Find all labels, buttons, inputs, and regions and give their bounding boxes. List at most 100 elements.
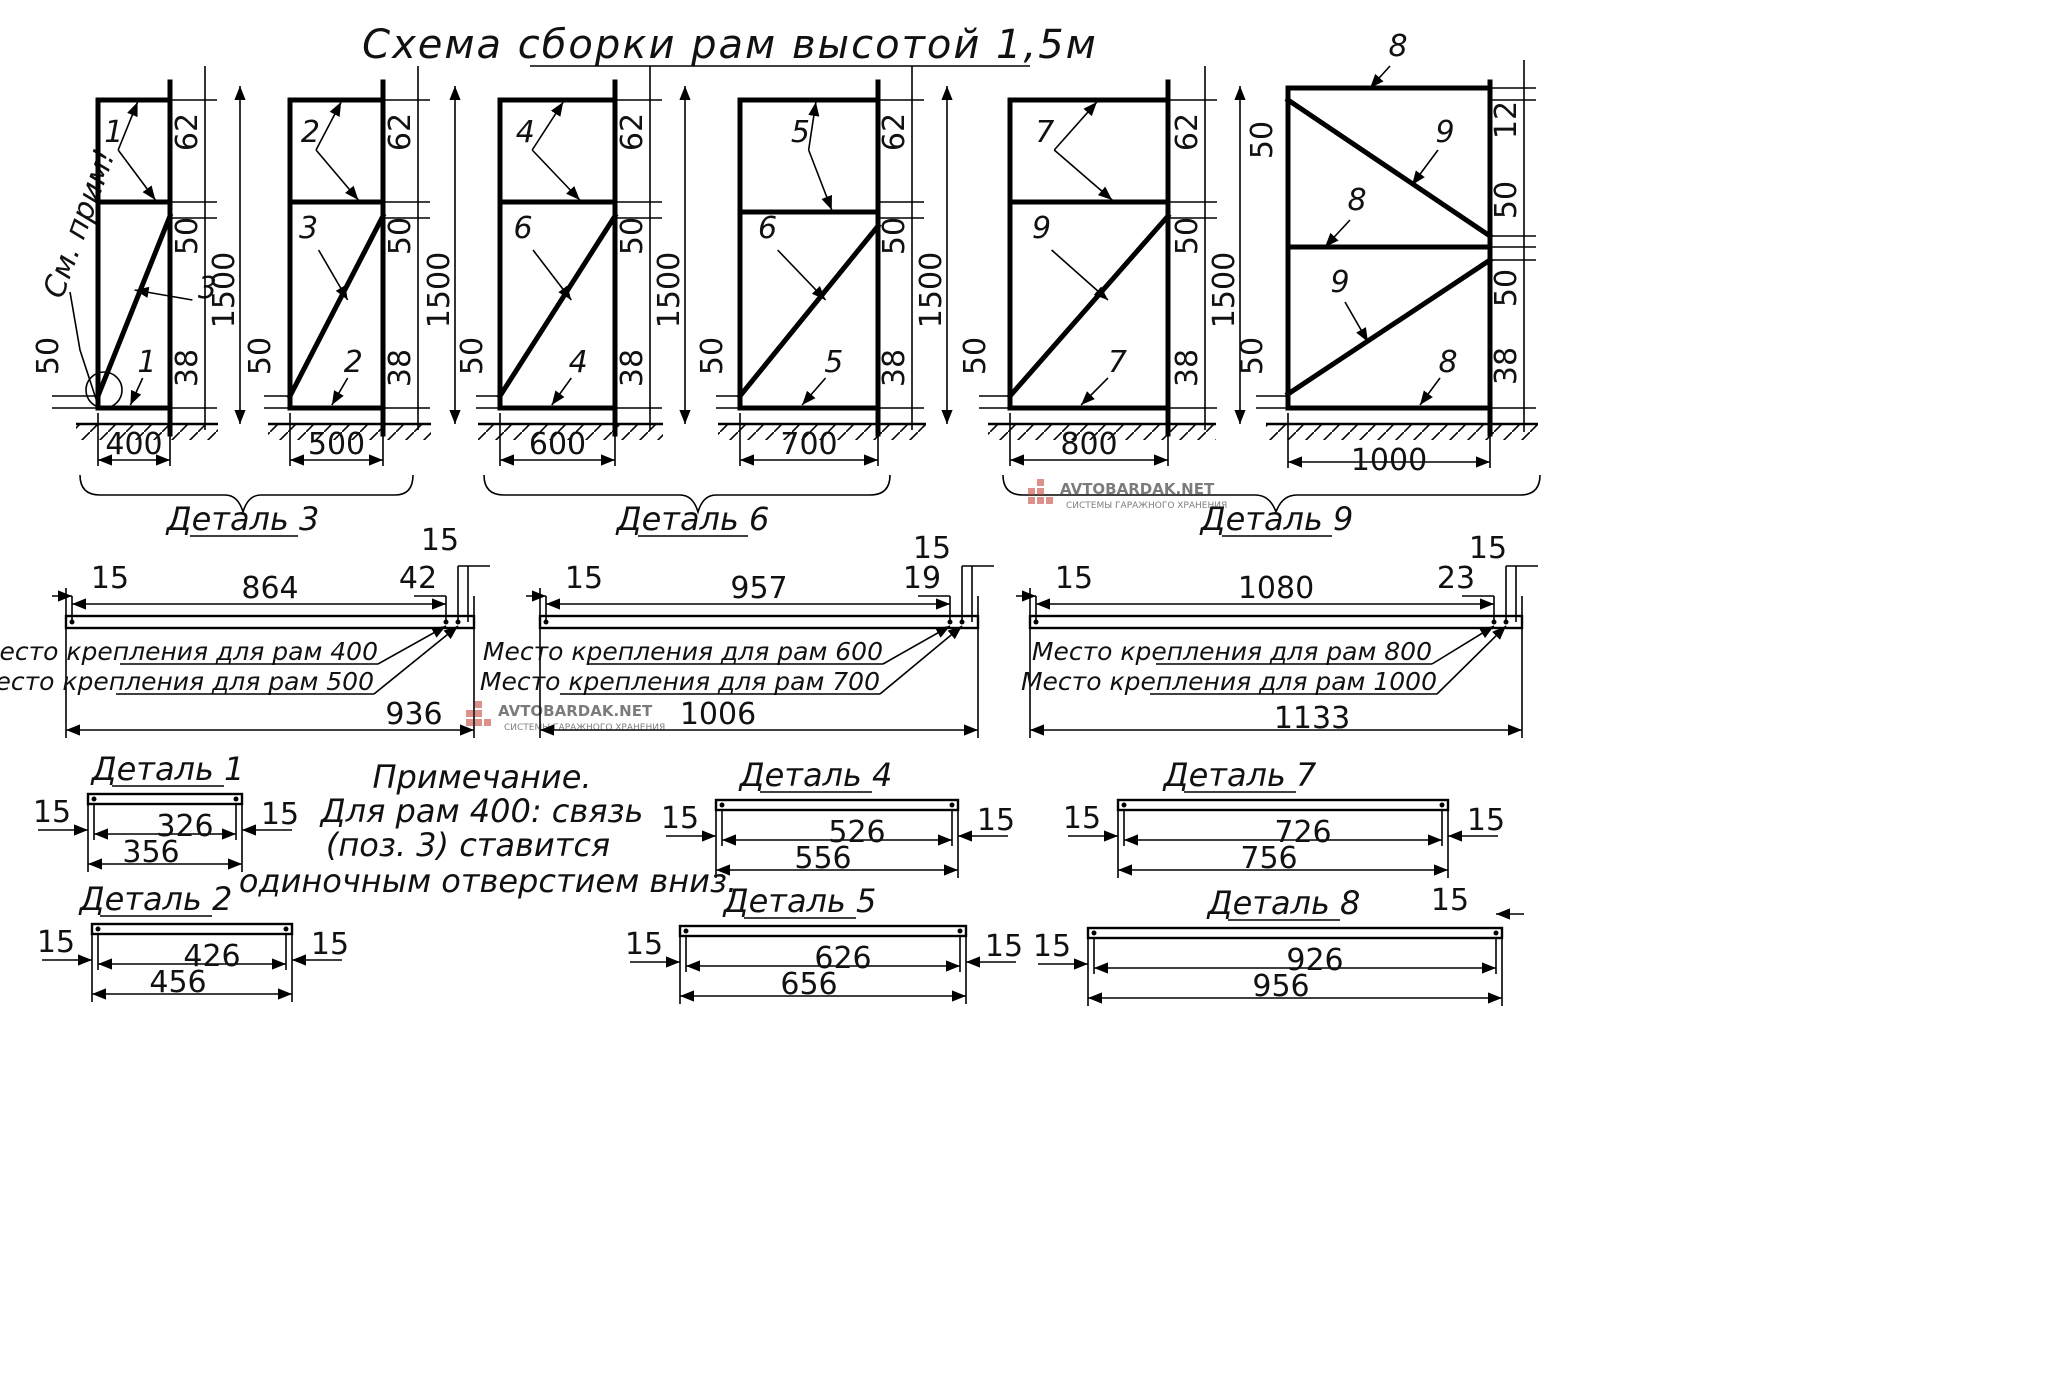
mount-label-2: Место крепления для рам 1000 <box>1021 667 1437 696</box>
mount-leader-1 <box>377 625 447 665</box>
top-bar-label: 8 <box>1388 29 1407 64</box>
upper-bar-leader-a <box>117 101 139 151</box>
assembly-note: Примечание. Для рам 400: связь (поз. 3) … <box>239 758 737 900</box>
dim-50: 50 <box>877 217 912 255</box>
ground-hatch <box>988 424 1216 440</box>
bottom-bar-label: 4 <box>569 345 588 380</box>
detail-hole-right <box>233 796 239 802</box>
dim-50: 50 <box>383 217 418 255</box>
detail-hole-right <box>949 802 955 808</box>
inner-value: 626 <box>814 941 871 976</box>
right-offset-value: 15 <box>1467 803 1505 838</box>
bottom-bar-label: 5 <box>824 345 843 380</box>
length-value: 864 <box>241 571 298 606</box>
right-offset-value: 15 <box>1431 883 1469 918</box>
dim-38: 38 <box>1489 347 1524 385</box>
left-dim-50-0: 50 <box>31 337 98 409</box>
ground-hatch <box>1266 424 1538 440</box>
ground-hatch <box>268 424 431 440</box>
left-dim-50-5: 50 <box>1235 337 1288 409</box>
right-offset-value: 15 <box>985 929 1023 964</box>
dim-38: 38 <box>1170 349 1205 387</box>
note-callout-leader <box>69 291 99 406</box>
diagonal-leader <box>134 286 193 301</box>
svg-text:СИСТЕМЫ ГАРАЖНОГО ХРАНЕНИЯ: СИСТЕМЫ ГАРАЖНОГО ХРАНЕНИЯ <box>504 723 665 733</box>
dim-50: 50 <box>170 217 205 255</box>
group-brace-1 <box>79 474 414 515</box>
group-brace-2 <box>483 474 891 515</box>
mid-bar-label: 8 <box>1347 183 1366 218</box>
left-dim-50: 50 <box>455 337 490 375</box>
length-value: 957 <box>730 571 787 606</box>
left-dim-50-3: 50 <box>695 337 740 409</box>
offset-value: 15 <box>565 561 603 596</box>
detail-bar <box>1116 798 1450 812</box>
watermark-logo: AVTOBARDAK.NET СИСТЕМЫ ГАРАЖНОГО ХРАНЕНИ… <box>1028 479 1227 511</box>
note-heading: Примечание. <box>372 758 591 796</box>
note-line-2: (поз. 3) ставится <box>326 826 610 864</box>
left-dim-50: 50 <box>243 337 278 375</box>
mount-leader-2 <box>373 625 459 695</box>
height-1500: 1500 <box>652 252 687 328</box>
detail-caption: Деталь 1 <box>90 750 245 788</box>
svg-text:AVTOBARDAK.NET: AVTOBARDAK.NET <box>498 702 653 720</box>
upper-bar-leader-a <box>531 101 564 151</box>
detail-caption: Деталь 8 <box>1206 884 1361 922</box>
left-offset-value: 15 <box>1033 929 1071 964</box>
frame-diagonal <box>736 222 882 400</box>
frame-diagonal <box>94 212 174 400</box>
left-offset-value: 15 <box>661 801 699 836</box>
detail-hole-right <box>1493 930 1499 936</box>
mount-leader-1 <box>1431 625 1495 665</box>
width-value: 400 <box>105 427 162 462</box>
left-dim-50-top: 50 <box>1245 121 1280 159</box>
mount-label-1: Место крепления для рам 400 <box>0 637 378 666</box>
left-dim-50-2: 50 <box>455 337 500 409</box>
note-line-1: Для рам 400: связь <box>319 792 644 830</box>
height-dim-2: 1500 <box>652 86 691 424</box>
top-bar-leader <box>1369 65 1391 89</box>
diagonal-label: 3 <box>299 211 318 246</box>
detail-caption: Деталь 5 <box>722 882 877 920</box>
inner-value: 426 <box>183 939 240 974</box>
mount-leader-2 <box>1436 625 1507 695</box>
left-dim-50-1: 50 <box>243 337 290 409</box>
detail-hole-right <box>1439 802 1445 808</box>
upper-bar-label: 1 <box>104 115 123 150</box>
mount-label-1: Место крепления для рам 800 <box>1032 637 1432 666</box>
upper-bar-leader-b <box>1053 149 1113 201</box>
detail-hole-right <box>283 926 289 932</box>
profile-bar <box>1028 614 1524 630</box>
right-offset-value: 15 <box>311 927 349 962</box>
detail-hole-left <box>1091 930 1097 936</box>
total-value: 356 <box>122 835 179 870</box>
diagonal-leader <box>532 249 572 301</box>
detail-hole-left <box>719 802 725 808</box>
upper-bar-leader-b <box>531 149 581 201</box>
dim-62: 62 <box>383 113 418 151</box>
group-caption-1: Деталь 3 <box>165 500 320 538</box>
ground-hatch <box>76 424 218 440</box>
height-dim-1: 1500 <box>422 86 461 424</box>
tail-value: 19 <box>903 561 941 596</box>
svg-text:AVTOBARDAK.NET: AVTOBARDAK.NET <box>1060 480 1215 498</box>
lower-diagonal-leader <box>1344 301 1369 343</box>
drawing-title: Схема сборки рам высотой 1,5м <box>362 22 1098 68</box>
profile-bar <box>64 614 476 630</box>
dim-50: 50 <box>1489 269 1524 307</box>
height-1500: 1500 <box>422 252 457 328</box>
total-value: 556 <box>794 841 851 876</box>
left-offset-value: 15 <box>625 927 663 962</box>
end-value: 15 <box>421 523 459 558</box>
